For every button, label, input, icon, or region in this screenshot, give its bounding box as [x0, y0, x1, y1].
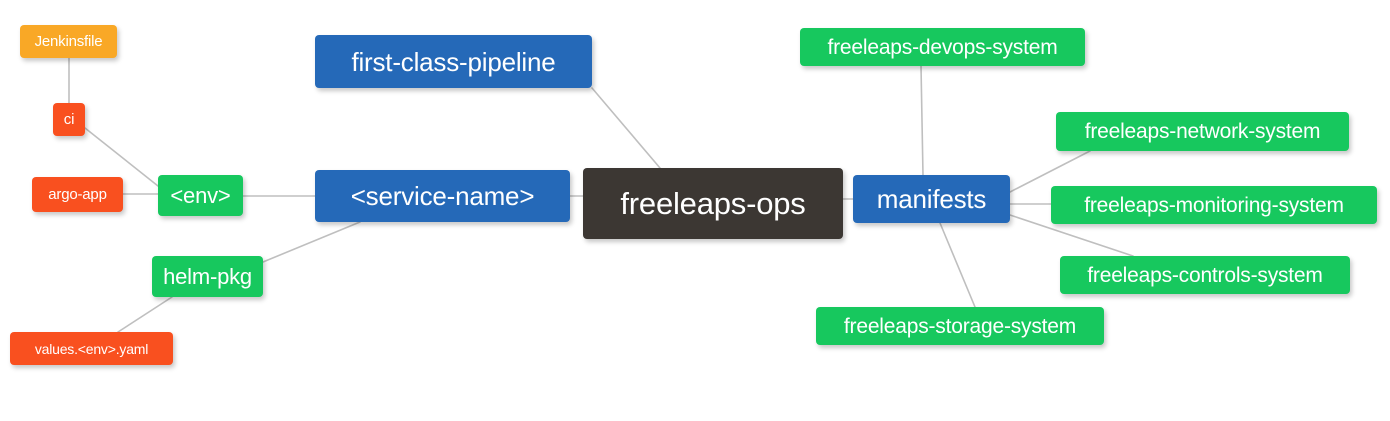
- edge-helm-pkg-to-values-yaml: [117, 296, 173, 333]
- mindmap-node-freeleaps-ops[interactable]: freeleaps-ops: [583, 168, 843, 239]
- mindmap-node-freeleaps-storage-system[interactable]: freeleaps-storage-system: [816, 307, 1104, 345]
- mindmap-node-first-class-pipeline[interactable]: first-class-pipeline: [315, 35, 592, 88]
- edge-manifests-to-freeleaps-devops-system: [920, 65, 924, 176]
- edge-freeleaps-ops-to-first-class-pipeline: [591, 87, 661, 169]
- mindmap-node-freeleaps-devops-system[interactable]: freeleaps-devops-system: [800, 28, 1085, 66]
- mindmap-node-freeleaps-network-system[interactable]: freeleaps-network-system: [1056, 112, 1349, 151]
- mindmap-node-argo-app[interactable]: argo-app: [32, 177, 123, 212]
- edge-service-name-to-helm-pkg: [262, 221, 361, 263]
- mindmap-node-service-name[interactable]: <service-name>: [315, 170, 570, 222]
- mindmap-node-env[interactable]: <env>: [158, 175, 243, 216]
- mindmap-node-values-yaml[interactable]: values.<env>.yaml: [10, 332, 173, 365]
- edge-manifests-to-freeleaps-storage-system: [939, 222, 976, 308]
- mindmap-node-manifests[interactable]: manifests: [853, 175, 1010, 223]
- mindmap-node-helm-pkg[interactable]: helm-pkg: [152, 256, 263, 297]
- mindmap-node-freeleaps-controls-system[interactable]: freeleaps-controls-system: [1060, 256, 1350, 294]
- mindmap-node-jenkinsfile[interactable]: Jenkinsfile: [20, 25, 117, 58]
- mindmap-node-freeleaps-monitoring-system[interactable]: freeleaps-monitoring-system: [1051, 186, 1377, 224]
- mindmap-node-ci[interactable]: ci: [53, 103, 85, 136]
